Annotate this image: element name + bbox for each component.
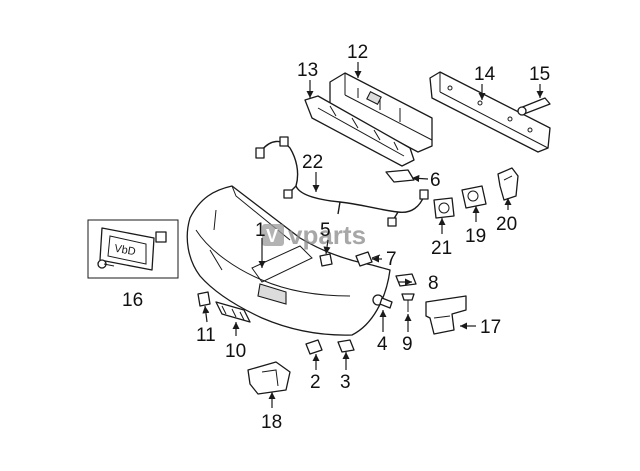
- energy-absorber-part-13: [304, 95, 415, 167]
- watermark-logo-icon: [262, 224, 284, 246]
- plate-bracket-part-16: VbD: [87, 219, 179, 279]
- bumper-beam-part-14: [429, 71, 551, 153]
- callout-15: 15: [529, 64, 550, 85]
- plate-lettering: VbD: [113, 243, 136, 259]
- wiring-harness-part-22: [255, 136, 429, 227]
- callout-3: 3: [340, 372, 351, 393]
- spacer-part-17: [425, 295, 467, 335]
- callout-11: 11: [196, 325, 216, 346]
- sensor-bracket-part-21: [433, 197, 455, 219]
- callout-14: 14: [474, 64, 496, 85]
- callout-13: 13: [297, 60, 318, 81]
- bumper-cover-part-1: [186, 185, 391, 336]
- clip-part-5: [319, 253, 333, 267]
- clip-part-3: [337, 339, 355, 353]
- clip-part-2: [305, 339, 323, 355]
- lamp-cover-part-18: [247, 361, 291, 395]
- callout-1: 1: [255, 220, 266, 241]
- watermark-logo-glyph: V: [266, 226, 278, 246]
- callout-7: 7: [386, 249, 397, 270]
- callout-6: 6: [430, 170, 441, 191]
- callout-17: 17: [480, 317, 501, 338]
- callout-21: 21: [431, 238, 452, 259]
- callout-5: 5: [320, 220, 331, 241]
- stud-part-15: [517, 97, 551, 116]
- callout-8: 8: [428, 273, 439, 294]
- callout-12: 12: [347, 42, 368, 63]
- callout-22: 22: [302, 152, 323, 173]
- leader-lines: [202, 62, 544, 408]
- callout-20: 20: [496, 214, 517, 235]
- side-bracket-part-20: [497, 167, 519, 201]
- callout-labels: 12 13 14 15 22 6 5 1 21 19 20 7 8 17 4 9…: [122, 42, 550, 433]
- bolt-part-4: [372, 294, 393, 309]
- callout-10: 10: [225, 341, 246, 362]
- callout-9: 9: [402, 334, 413, 355]
- bracket-part-6: [385, 169, 415, 183]
- screw-part-9: [401, 293, 415, 312]
- parking-sensor-part-19: [461, 185, 487, 209]
- clip-part-11: [197, 291, 211, 307]
- watermark: V vparts: [262, 220, 366, 250]
- callout-4: 4: [377, 334, 388, 355]
- callout-19: 19: [465, 226, 486, 247]
- retainer-part-10: [215, 301, 251, 323]
- callout-2: 2: [310, 372, 321, 393]
- nut-part-8: [395, 273, 417, 287]
- callout-16: 16: [122, 290, 143, 311]
- callout-18: 18: [261, 412, 282, 433]
